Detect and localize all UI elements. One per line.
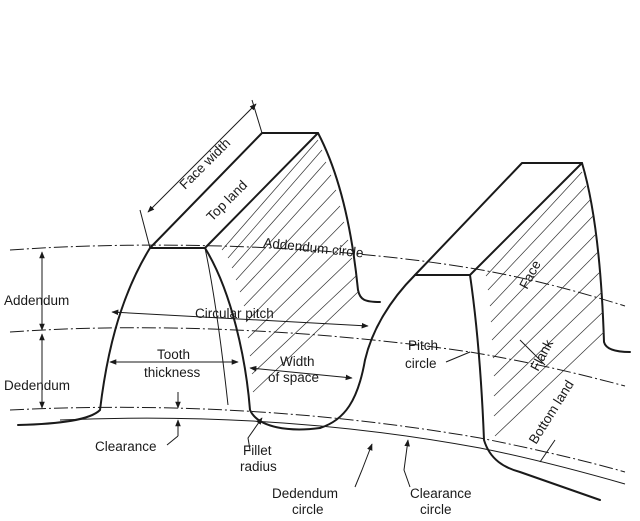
label-pitch-circle-line1: Pitch	[408, 338, 438, 353]
dedendum-circle-line	[9, 406, 626, 473]
left-tooth-back-face	[317, 132, 381, 303]
width-of-space-dimension	[249, 365, 353, 381]
right-tooth-back-face	[581, 162, 631, 353]
label-circular-pitch: Circular pitch	[195, 306, 274, 321]
label-width-of-space-line1: Width	[280, 354, 315, 369]
label-face: Face	[516, 258, 543, 292]
addendum-circle-line	[9, 244, 626, 307]
label-pitch-circle-line2: circle	[405, 356, 437, 371]
label-face-width: Face width	[177, 135, 234, 192]
label-tooth-thickness-line1: Tooth	[157, 347, 190, 362]
pitch-circle-line	[9, 327, 626, 387]
right-tooth-top-land	[414, 162, 583, 276]
label-top-land: Top land	[204, 177, 251, 224]
circular-pitch-dimension	[111, 309, 369, 329]
shading-hatch	[221, 139, 605, 437]
label-fillet-radius-line2: radius	[240, 459, 277, 474]
label-clearance-circle-line1: Clearance	[410, 486, 472, 501]
reference-circles	[9, 244, 626, 485]
left-tooth-profile	[17, 247, 321, 431]
label-dedendum-circle-line2: circle	[292, 502, 324, 517]
label-addendum-circle: Addendum circle	[263, 235, 365, 260]
label-dedendum: Dedendum	[4, 378, 70, 393]
label-flank: Flank	[527, 337, 556, 373]
clearance-circle-line	[59, 417, 626, 485]
label-width-of-space-line2: of space	[268, 370, 319, 385]
label-bottom-land: Bottom land	[526, 378, 577, 447]
label-clearance-circle-line2: circle	[420, 502, 452, 517]
label-dedendum-circle-line1: Dedendum	[272, 486, 338, 501]
label-fillet-radius-line1: Fillet	[243, 443, 272, 458]
label-tooth-thickness-line2: thickness	[144, 365, 201, 380]
label-addendum: Addendum	[4, 293, 69, 308]
dimension-lines	[39, 99, 556, 488]
labels: Face width Top land Addendum circle Face…	[4, 135, 577, 517]
label-clearance: Clearance	[95, 439, 157, 454]
face-width-dimension	[147, 103, 257, 213]
